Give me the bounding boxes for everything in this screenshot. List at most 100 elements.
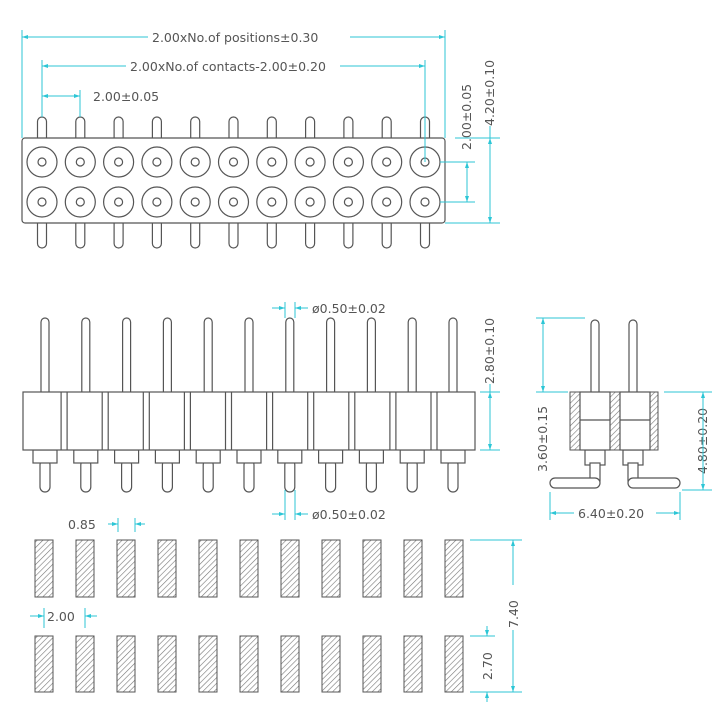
- contact-hole: [420, 197, 430, 207]
- lower-pin: [161, 459, 173, 493]
- pad: [34, 635, 54, 693]
- pad-pitch-label: 2.00: [47, 609, 75, 624]
- arrow-icon: [85, 614, 91, 618]
- contact-socket: [26, 186, 58, 218]
- arrow-icon: [135, 522, 141, 526]
- contact-hole: [228, 157, 239, 167]
- lower-pin: [202, 459, 214, 493]
- contact-hole: [75, 197, 85, 207]
- pad: [75, 539, 95, 598]
- pin-collar: [32, 449, 58, 464]
- upper-pin: [285, 317, 295, 399]
- pin-collar: [236, 449, 262, 464]
- contact-socket: [141, 186, 173, 218]
- arrow-icon: [22, 35, 28, 39]
- pin-diameter-top-label: ø0.50±0.02: [312, 301, 386, 316]
- pad: [116, 539, 136, 598]
- pad: [239, 635, 259, 693]
- pitch-label: 2.00±0.05: [93, 89, 159, 104]
- pin-collar: [195, 449, 221, 464]
- upper-pin: [244, 317, 254, 399]
- arrow-icon: [511, 540, 515, 546]
- side-body: [22, 391, 476, 451]
- contact-span-label: 2.00xNo.of contacts-2.00±0.20: [130, 59, 326, 74]
- pad-width-label: 0.85: [68, 517, 96, 532]
- contact-socket: [371, 146, 403, 178]
- upper-pin: [203, 317, 213, 399]
- contact-socket: [64, 146, 96, 178]
- contact-hole: [343, 157, 353, 167]
- arrow-icon: [465, 162, 469, 168]
- contact-socket: [294, 186, 326, 218]
- pad: [116, 635, 136, 693]
- contact-hole: [305, 157, 315, 167]
- pin-height-label: 3.60±0.15: [535, 406, 550, 472]
- pin-diameter-bottom-label: ø0.50±0.02: [312, 507, 386, 522]
- arrow-icon: [279, 306, 285, 310]
- contact-hole: [113, 197, 124, 207]
- arrow-icon: [439, 35, 445, 39]
- contact-hole: [267, 157, 277, 167]
- arrow-icon: [112, 522, 118, 526]
- contact-hole: [37, 157, 47, 167]
- end-pin: [590, 319, 600, 397]
- contact-socket: [256, 186, 288, 218]
- lower-pin: [325, 459, 337, 493]
- body-width-label: 4.20±0.10: [482, 60, 497, 126]
- arrow-icon: [550, 511, 556, 515]
- pad: [321, 539, 341, 598]
- pad: [198, 539, 218, 598]
- contact-cavity: [579, 391, 611, 451]
- upper-pin: [121, 317, 132, 399]
- pad: [157, 635, 177, 693]
- upper-pin: [40, 317, 50, 399]
- arrow-icon: [74, 94, 80, 98]
- contact-hole: [382, 157, 392, 167]
- lower-pin: [406, 459, 418, 493]
- arrow-icon: [488, 138, 492, 144]
- contact-hole: [152, 157, 162, 167]
- upper-pin: [448, 317, 458, 399]
- arrow-icon: [485, 692, 489, 698]
- contact-socket: [217, 186, 250, 218]
- contact-hole: [267, 197, 277, 207]
- contact-socket: [179, 186, 211, 218]
- top-view: [21, 116, 446, 249]
- lower-pin: [243, 459, 255, 493]
- contact-hole: [190, 157, 200, 167]
- pad: [403, 539, 423, 598]
- arrow-icon: [674, 511, 680, 515]
- arrow-icon: [42, 64, 48, 68]
- arrow-icon: [701, 392, 705, 398]
- contact-socket: [141, 146, 173, 178]
- pin-collar: [358, 449, 384, 464]
- end-view: [549, 319, 681, 489]
- contact-socket: [294, 146, 326, 178]
- overall-length-label: 2.00xNo.of positions±0.30: [152, 30, 318, 45]
- pcb-footprint: [34, 539, 464, 693]
- bent-lead: [549, 477, 601, 489]
- upper-pin: [407, 317, 417, 399]
- contact-hole: [228, 197, 239, 207]
- pin-collar: [73, 449, 99, 464]
- pad: [321, 635, 341, 693]
- contact-socket: [102, 146, 135, 178]
- contact-socket: [102, 186, 135, 218]
- pin-collar: [399, 449, 425, 464]
- lower-pin: [447, 459, 459, 493]
- side-view: [22, 317, 476, 493]
- upper-pin: [326, 317, 336, 399]
- contact-hole: [152, 197, 162, 207]
- contact-socket: [371, 186, 403, 218]
- contact-socket: [179, 146, 211, 178]
- upper-pin: [366, 317, 376, 399]
- lower-pin: [284, 459, 296, 493]
- pad: [403, 635, 423, 693]
- overall-span-label: 7.40: [506, 600, 521, 628]
- arrow-icon: [295, 306, 301, 310]
- dimensions: 2.00xNo.of positions±0.30 2.00xNo.of con…: [21, 30, 712, 702]
- upper-pin: [81, 317, 91, 399]
- contact-socket: [26, 146, 58, 178]
